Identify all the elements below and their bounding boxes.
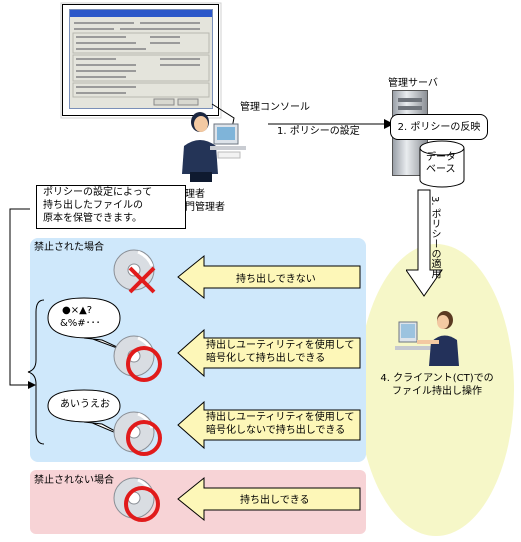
database-icon xyxy=(419,140,465,188)
arrow-no-encrypt-takeout xyxy=(177,400,361,450)
arrow-cannot-takeout xyxy=(177,254,361,300)
arrow4-text: 持ち出しできる xyxy=(240,495,310,506)
db-label-2: ベース xyxy=(426,164,456,175)
step4-label-1: 4. クライアント(CT)での xyxy=(380,373,494,384)
db-label-1: データ xyxy=(426,152,456,163)
arrow2-line-2: 暗号化して持ち出しできる xyxy=(206,353,326,364)
arrow-encrypt-takeout xyxy=(177,328,361,378)
client-person-icon xyxy=(395,311,459,366)
step1-arrow xyxy=(268,119,394,129)
arrow-can-takeout xyxy=(177,476,361,522)
step3-label: 3. ポリシーの適用 xyxy=(429,196,440,279)
console-label: 管理コンソール xyxy=(240,102,310,113)
step1-label: 1. ポリシーの設定 xyxy=(277,126,360,137)
client-area xyxy=(358,244,514,536)
step2-box: 2. ポリシーの反映 xyxy=(390,114,488,140)
prohibited-title: 禁止された場合 xyxy=(34,242,104,253)
speech-bubble-icon xyxy=(47,389,129,439)
red-circle-icon xyxy=(124,486,160,522)
bubble2-text: あいうえお xyxy=(60,399,110,410)
red-circle-icon xyxy=(126,420,162,456)
monitor-icon xyxy=(60,2,222,119)
bubble1-line-2: &%#･･･ xyxy=(60,318,101,329)
arrow3-line-2: 暗号化しないで持ち出しできる xyxy=(206,425,346,436)
note-line-1: ポリシーの設定によって xyxy=(43,187,153,198)
admin-label-1: 管理者 xyxy=(175,189,205,200)
note-box: ポリシーの設定によって 持ち出したファイルの 原本を保管できます。 xyxy=(36,185,186,229)
arrow1-text: 持ち出しできない xyxy=(236,274,316,285)
note-line-3: 原本を保管できます。 xyxy=(43,213,142,224)
note-line-2: 持ち出したファイルの xyxy=(43,200,143,211)
speech-bubble-icon xyxy=(47,297,129,353)
administrator-person-icon xyxy=(182,112,246,182)
arrow2-line-1: 持出しユーティリティを使用して xyxy=(206,340,355,351)
not-prohibited-title: 禁止されない場合 xyxy=(34,475,114,486)
step4-label-2: ファイル持出し操作 xyxy=(392,386,482,397)
red-x-icon xyxy=(128,266,156,294)
bubble1-line-1: ●×▲? xyxy=(62,305,93,316)
arrow3-line-1: 持出しユーティリティを使用して xyxy=(206,412,355,423)
server-label: 管理サーバ xyxy=(388,78,438,89)
step2-label: 2. ポリシーの反映 xyxy=(397,121,481,133)
step3-arrow xyxy=(406,189,443,297)
admin-label-2: 部門管理者 xyxy=(175,202,225,213)
dialog-window-icon xyxy=(69,9,213,109)
red-circle-icon xyxy=(126,346,162,382)
